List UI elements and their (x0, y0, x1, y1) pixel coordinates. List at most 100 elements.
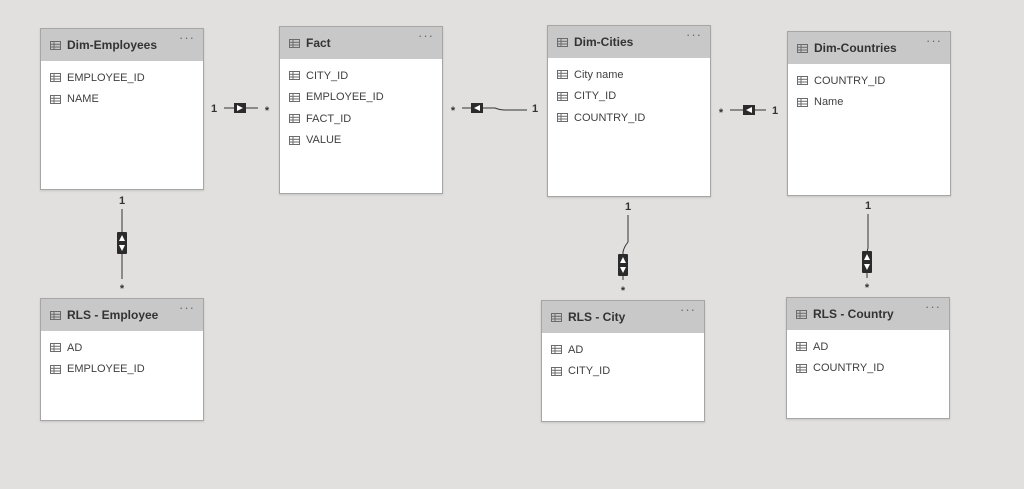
filter-both-directions-icon-down-glyph (620, 267, 626, 273)
field-row[interactable]: City name (557, 64, 710, 86)
cardinality-one: 1 (865, 200, 871, 212)
cardinality-many: * (451, 105, 456, 117)
table-title: RLS - Employee (67, 308, 159, 322)
field-row[interactable]: CITY_ID (557, 86, 710, 108)
field-icon (50, 364, 61, 374)
more-options-icon[interactable]: ··· (925, 299, 941, 314)
field-label: VALUE (306, 134, 342, 147)
field-row[interactable]: FACT_ID (289, 108, 442, 130)
table-icon (797, 43, 808, 53)
field-row[interactable]: VALUE (289, 130, 442, 152)
more-options-icon[interactable]: ··· (179, 30, 195, 45)
table-icon (551, 312, 562, 322)
field-label: AD (67, 341, 83, 354)
field-row[interactable]: COUNTRY_ID (557, 107, 710, 129)
table-title: RLS - Country (813, 307, 894, 321)
more-options-icon[interactable]: ··· (179, 300, 195, 315)
cardinality-many: * (120, 283, 125, 295)
filter-both-directions-icon-down-glyph (864, 264, 870, 270)
table-header[interactable]: RLS - Employee ··· (41, 299, 203, 331)
table-card-dim-employees[interactable]: Dim-Employees ··· EMPLOYEE_ID NAME (40, 28, 204, 190)
field-label: COUNTRY_ID (814, 74, 886, 87)
more-options-icon[interactable]: ··· (926, 33, 942, 48)
filter-both-directions-icon-up-glyph (119, 235, 125, 241)
filter-direction-icon-glyph (237, 105, 243, 111)
field-list: CITY_ID EMPLOYEE_ID FACT_ID VALUE (280, 59, 442, 151)
table-icon (50, 310, 61, 320)
filter-both-directions-icon-up-glyph (864, 254, 870, 260)
field-row[interactable]: EMPLOYEE_ID (50, 67, 203, 89)
field-label: Name (814, 96, 844, 109)
field-row[interactable]: CITY_ID (551, 361, 704, 383)
table-header[interactable]: Dim-Employees ··· (41, 29, 203, 61)
table-title: Dim-Employees (67, 38, 158, 52)
field-row[interactable]: AD (551, 339, 704, 361)
field-label: FACT_ID (306, 112, 352, 125)
table-card-dim-countries[interactable]: Dim-Countries··· COUNTRY_ID Name (787, 31, 951, 196)
relationship-line (622, 215, 629, 280)
table-title: Fact (306, 36, 331, 50)
cardinality-one: 1 (532, 103, 538, 115)
cardinality-one: 1 (772, 105, 778, 117)
field-icon (557, 91, 568, 101)
table-card-rls-city[interactable]: RLS - City ··· AD CITY_ID (541, 300, 705, 422)
cardinality-one: 1 (625, 201, 631, 213)
field-icon (289, 135, 300, 145)
filter-both-directions-icon-down-glyph (119, 245, 125, 251)
table-header[interactable]: Fact ··· (280, 27, 442, 59)
field-list: AD EMPLOYEE_ID (41, 331, 203, 380)
field-row[interactable]: EMPLOYEE_ID (50, 359, 203, 381)
field-icon (289, 114, 300, 124)
field-row[interactable]: EMPLOYEE_ID (289, 87, 442, 109)
field-row[interactable]: AD (50, 337, 203, 359)
field-label: EMPLOYEE_ID (67, 71, 145, 84)
field-label: AD (813, 340, 829, 353)
field-row[interactable]: CITY_ID (289, 65, 442, 87)
table-header[interactable]: RLS - City ··· (542, 301, 704, 333)
table-header[interactable]: RLS - Country ··· (787, 298, 949, 330)
cardinality-many: * (265, 105, 270, 117)
table-header[interactable]: Dim-Countries··· (788, 32, 950, 64)
field-icon (551, 366, 562, 376)
field-list: EMPLOYEE_ID NAME (41, 61, 203, 110)
filter-both-directions-icon (618, 254, 628, 276)
field-row[interactable]: Name (797, 92, 950, 114)
table-card-rls-country[interactable]: RLS - Country ··· AD COUNTRY_ID (786, 297, 950, 419)
field-label: CITY_ID (568, 365, 611, 378)
field-row[interactable]: COUNTRY_ID (797, 70, 950, 92)
field-icon (289, 71, 300, 81)
field-row[interactable]: AD (796, 336, 949, 358)
more-options-icon[interactable]: ··· (686, 27, 702, 42)
table-card-rls-employee[interactable]: RLS - Employee ··· AD EMPLOYEE_ID (40, 298, 204, 421)
filter-both-directions-icon-up-glyph (620, 257, 626, 263)
field-icon (797, 97, 808, 107)
filter-both-directions-icon (862, 251, 872, 273)
field-icon (796, 342, 807, 352)
field-icon (797, 76, 808, 86)
field-label: EMPLOYEE_ID (67, 363, 145, 376)
field-icon (50, 73, 61, 83)
table-icon (796, 309, 807, 319)
cardinality-one: 1 (119, 195, 125, 207)
table-title: RLS - City (568, 310, 626, 324)
field-icon (551, 345, 562, 355)
cardinality-many: * (719, 107, 724, 119)
table-icon (557, 37, 568, 47)
field-row[interactable]: NAME (50, 89, 203, 111)
table-header[interactable]: Dim-Cities··· (548, 26, 710, 58)
field-label: COUNTRY_ID (574, 111, 646, 124)
more-options-icon[interactable]: ··· (418, 28, 434, 43)
field-label: City name (574, 68, 624, 81)
field-label: NAME (67, 93, 99, 106)
cardinality-many: * (865, 282, 870, 294)
table-card-fact[interactable]: Fact ··· CITY_ID EMPLOYEE_ID FACT_ID VALUE (279, 26, 443, 194)
field-label: EMPLOYEE_ID (306, 91, 384, 104)
field-icon (557, 70, 568, 80)
cardinality-one: 1 (211, 103, 217, 115)
more-options-icon[interactable]: ··· (680, 302, 696, 317)
field-row[interactable]: COUNTRY_ID (796, 358, 949, 380)
field-label: AD (568, 343, 584, 356)
